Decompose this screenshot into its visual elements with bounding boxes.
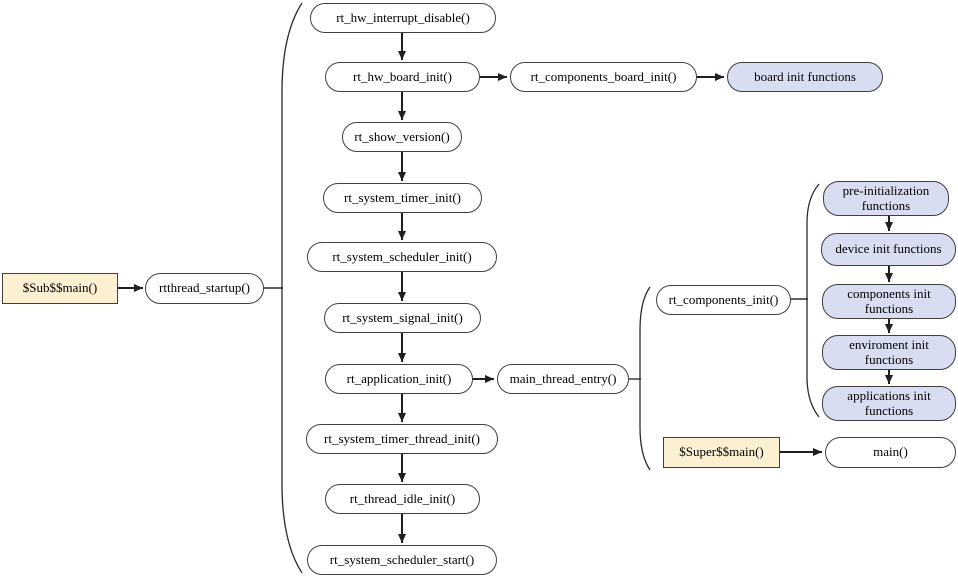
flow-arrows: [118, 33, 893, 543]
node-rt-components-board-init: rt_components_board_init(): [510, 62, 697, 92]
node-board-init-functions: board init functions: [727, 62, 883, 92]
node-rt-system-scheduler-init: rt_system_scheduler_init(): [307, 242, 497, 272]
node-main: main(): [825, 437, 956, 468]
node-enviroment-init-functions: enviroment init functions: [822, 335, 956, 370]
bracket-main-thread-entry: [639, 286, 651, 471]
node-rt-system-timer-init: rt_system_timer_init(): [323, 183, 482, 213]
node-rt-system-timer-thread-init: rt_system_timer_thread_init(): [306, 424, 498, 454]
node-rt-hw-interrupt-disable: rt_hw_interrupt_disable(): [310, 3, 496, 33]
connector-stubs: [264, 287, 808, 380]
node-applications-init-functions: applications init functions: [822, 386, 956, 421]
node-sub-main: $Sub$$main(): [2, 273, 118, 304]
bracket-components-init: [806, 183, 820, 418]
node-rt-components-init: rt_components_init(): [656, 285, 791, 315]
node-rt-system-signal-init: rt_system_signal_init(): [324, 303, 481, 333]
node-super-main: $Super$$main(): [663, 437, 780, 468]
node-main-thread-entry: main_thread_entry(): [497, 364, 629, 394]
node-rt-show-version: rt_show_version(): [342, 122, 462, 152]
node-device-init-functions: device init functions: [821, 233, 956, 266]
node-rt-hw-board-init: rt_hw_board_init(): [325, 62, 480, 92]
node-rt-thread-idle-init: rt_thread_idle_init(): [325, 484, 480, 514]
bracket-startup-sequence: [281, 2, 303, 574]
node-rt-application-init: rt_application_init(): [325, 364, 473, 394]
node-rt-system-scheduler-start: rt_system_scheduler_start(): [307, 545, 497, 575]
node-rtthread-startup: rtthread_startup(): [145, 273, 264, 304]
node-components-init-functions: components init functions: [822, 284, 956, 319]
node-pre-initialization-functions: pre-initialization functions: [823, 181, 949, 216]
